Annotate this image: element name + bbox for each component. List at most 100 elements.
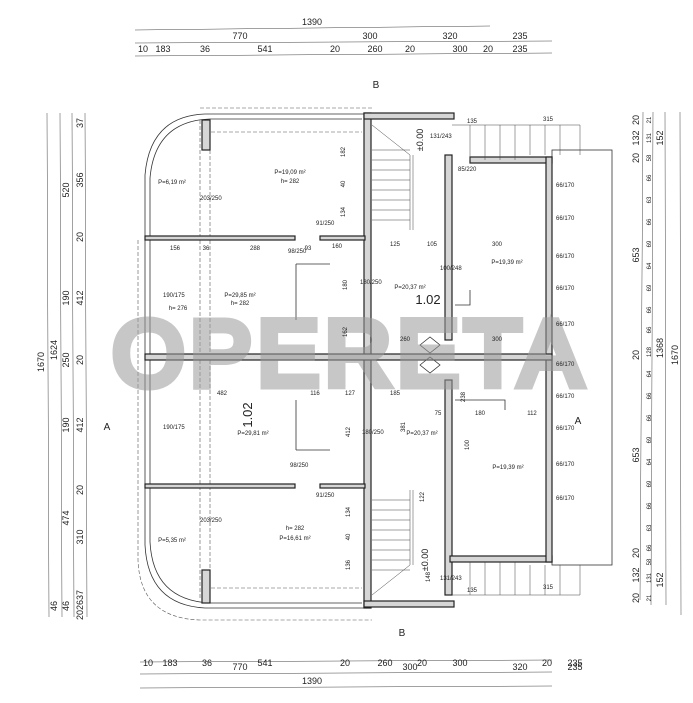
opening-size-label: 98/250: [288, 249, 307, 255]
dimension-label: 20: [631, 115, 641, 125]
room-label: h= 282: [281, 179, 300, 185]
dimension-label: 100: [465, 439, 471, 450]
room-label: P=19,09 m²: [274, 170, 305, 176]
dimension-label: 36: [202, 658, 212, 668]
dimension-label: 64: [647, 458, 653, 465]
dimension-label: 520: [61, 182, 71, 197]
dimension-label: 381: [401, 421, 407, 432]
dimension-label: 185: [390, 391, 401, 397]
opening-size-label: 66/170: [556, 183, 575, 189]
unit-number: 1.02: [415, 292, 440, 307]
opening-size-label: 91/250: [316, 493, 335, 499]
staircase-bottom: [371, 490, 581, 596]
dimension-label: 474: [61, 510, 71, 525]
dimension-label: 300: [492, 337, 503, 343]
dimension-label: 190: [61, 290, 71, 305]
dimension-label: 1624: [49, 340, 59, 360]
dimension-label: 20: [417, 658, 427, 668]
dimension-label: 20: [631, 350, 641, 360]
section-marker-a: A: [104, 422, 111, 433]
staircase-top: [371, 124, 581, 230]
dimension-label: 131: [647, 132, 653, 143]
dimension-label: 93: [305, 246, 312, 252]
room-label: P=29,81 m²: [237, 431, 268, 437]
dimension-label: 20: [75, 232, 85, 242]
opening-size-label: 66/170: [556, 254, 575, 260]
dimension-label: 66: [647, 392, 653, 399]
dimension-label: 202637: [75, 590, 85, 620]
dimension-label: 69: [647, 240, 653, 247]
opening-size-label: 180/250: [360, 280, 382, 286]
dimension-label: 235: [567, 662, 582, 672]
dimension-label: 20: [330, 44, 340, 54]
dimension-label: 1670: [670, 345, 680, 365]
dimension-label: 300: [402, 662, 417, 672]
dimension-label: 320: [442, 31, 457, 41]
room-label: h= 276: [169, 306, 188, 312]
opening-size-label: 190/175: [163, 293, 185, 299]
dimension-label: 64: [647, 370, 653, 377]
dimension-label: 46: [61, 601, 71, 611]
dimension-label: 69: [647, 480, 653, 487]
dimension-label: 66: [647, 414, 653, 421]
dimension-label: 235: [512, 44, 527, 54]
dimension-label: 36: [200, 44, 210, 54]
dimension-label: 238: [461, 391, 467, 402]
dimension-label: 180: [475, 411, 486, 417]
dimension-label: 134: [346, 506, 352, 517]
dimension-label: 20: [631, 548, 641, 558]
dimension-label: 770: [232, 31, 247, 41]
dimension-label: 482: [217, 391, 228, 397]
dimension-label: 69: [647, 284, 653, 291]
dimension-label: 66: [647, 544, 653, 551]
walls: [144, 112, 553, 609]
opening-size-label: 66/170: [556, 462, 575, 468]
dimension-label: 152: [655, 130, 665, 145]
watermark-logo: OPERETA: [113, 303, 588, 405]
dimension-label: 412: [75, 417, 85, 432]
dimension-label: 36: [203, 246, 210, 252]
opening-size-label: 203/250: [200, 196, 222, 202]
dimension-label: 300: [452, 44, 467, 54]
dimension-label: 66: [647, 218, 653, 225]
dimension-label: 75: [435, 411, 442, 417]
opening-size-label: 66/170: [556, 426, 575, 432]
opening-size-label: 91/250: [316, 221, 335, 227]
dimension-label: 20: [542, 658, 552, 668]
dimension-label: 64: [647, 262, 653, 269]
dimension-label: 310: [75, 529, 85, 544]
room-label: h= 282: [231, 301, 250, 307]
dimension-label: 183: [162, 658, 177, 668]
dimension-label: 20: [631, 153, 641, 163]
opening-size-label: 66/170: [556, 362, 575, 368]
dimension-label: 300: [362, 31, 377, 41]
room-label: P=20,37 m²: [406, 431, 437, 437]
dimension-label: 412: [75, 290, 85, 305]
dimension-label: 653: [631, 447, 641, 462]
dimension-label: 1368: [655, 338, 665, 358]
dimension-label: 10: [138, 44, 148, 54]
opening-size-label: 85/220: [458, 167, 477, 173]
opening-size-label: 100/248: [440, 266, 462, 272]
dimension-label: 320: [512, 662, 527, 672]
dimension-label: 160: [332, 244, 343, 250]
opening-size-label: 66/170: [556, 216, 575, 222]
room-label: h= 282: [286, 526, 305, 532]
dimension-label: 156: [170, 246, 181, 252]
dimension-label: 412: [346, 426, 352, 437]
dimension-label: 300: [452, 658, 467, 668]
dimension-label: 288: [250, 246, 261, 252]
opening-size-label: 180/250: [362, 430, 384, 436]
dimension-label: 315: [543, 585, 554, 591]
floor-level: ±0.00: [415, 129, 425, 151]
dimension-label: 1670: [36, 352, 46, 372]
opening-size-label: 66/170: [556, 322, 575, 328]
dimension-label: 69: [647, 436, 653, 443]
dimension-label: 315: [543, 117, 554, 123]
dimension-label: 356: [75, 172, 85, 187]
unit-number: 1.02: [240, 402, 255, 427]
dimension-label: 300: [492, 242, 503, 248]
dimension-label: 20: [483, 44, 493, 54]
